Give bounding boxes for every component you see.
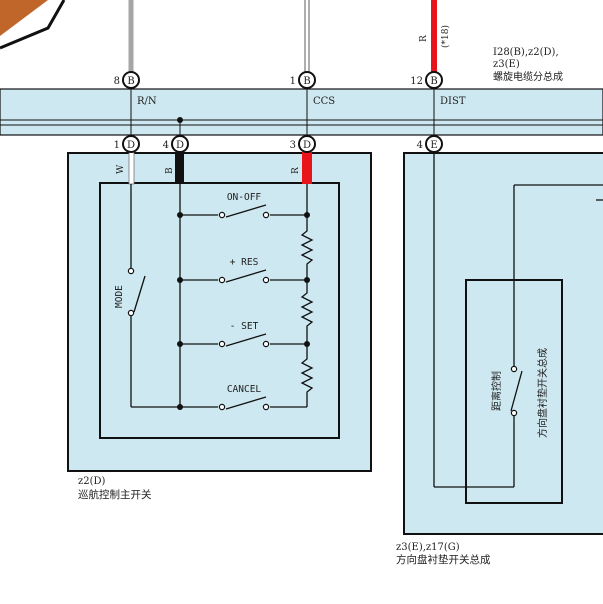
switch-label-distance: 距离控制 [490,371,503,411]
spiral-cable-ref-1: I28(B),z2(D), [493,47,559,58]
wire-color-r: R [291,167,301,174]
switch-label-set: - SET [230,321,259,332]
brown-component-fragment [0,0,66,50]
connector-bottom-w: D 1 [114,135,140,153]
connector-pin: 8 [114,76,120,87]
connector-letter: D [127,140,135,151]
connector-letter: B [127,76,134,87]
spiral-cable-band [0,88,603,136]
pad-switch-circuit [433,152,603,488]
connector-pin: 4 [417,140,423,151]
signal-label-rn: R/N [137,96,157,107]
wire-color-dist: R [419,35,429,42]
connector-letter: B [303,76,310,87]
connector-top-dist: B 12 [410,71,443,89]
connector-bottom-r: D 3 [290,135,316,153]
connector-top-ccs: B 1 [290,71,316,89]
wire-color-b: B [165,167,175,174]
connector-bottom-b: D 4 [163,135,189,153]
switch-label-on-off: ON-OFF [227,192,262,203]
pad-switch-ref: z3(E),z17(G) [396,542,460,553]
connector-top-rn: B 8 [114,71,140,89]
signal-label-ccs: CCS [313,96,335,107]
main-switch-ref: z2(D) [78,476,106,487]
connector-letter: B [430,76,437,87]
connector-bottom-e: E 4 [417,135,443,153]
connector-letter: D [176,140,184,151]
switch-label-res: + RES [230,257,259,268]
main-switch-name: 巡航控制主开关 [78,488,152,501]
connector-pin: 12 [410,76,423,87]
main-switch-inner-box [99,182,340,439]
pad-switch-inner-name: 方向盘衬垫开关总成 [536,348,549,438]
connector-pin: 1 [114,140,120,151]
pad-switch-name: 方向盘衬垫开关总成 [396,553,491,566]
connector-letter: D [303,140,311,151]
junction-dots [177,212,310,410]
wire-note-dist: (*18) [440,25,451,48]
main-switch-circuit [130,184,314,410]
switch-contacts [127,211,270,411]
connector-letter: E [430,140,437,151]
switch-label-mode: MODE [114,285,125,308]
switch-label-cancel: CANCEL [227,384,262,395]
spiral-cable-ref-2: z3(E) [493,59,520,70]
connector-pin: 4 [163,140,169,151]
connector-pin: 3 [290,140,296,151]
connector-pin: 1 [290,76,296,87]
signal-label-dist: DIST [440,96,466,107]
wire-color-w: W [116,164,126,174]
spiral-cable-name: 螺旋电缆分总成 [493,70,563,83]
